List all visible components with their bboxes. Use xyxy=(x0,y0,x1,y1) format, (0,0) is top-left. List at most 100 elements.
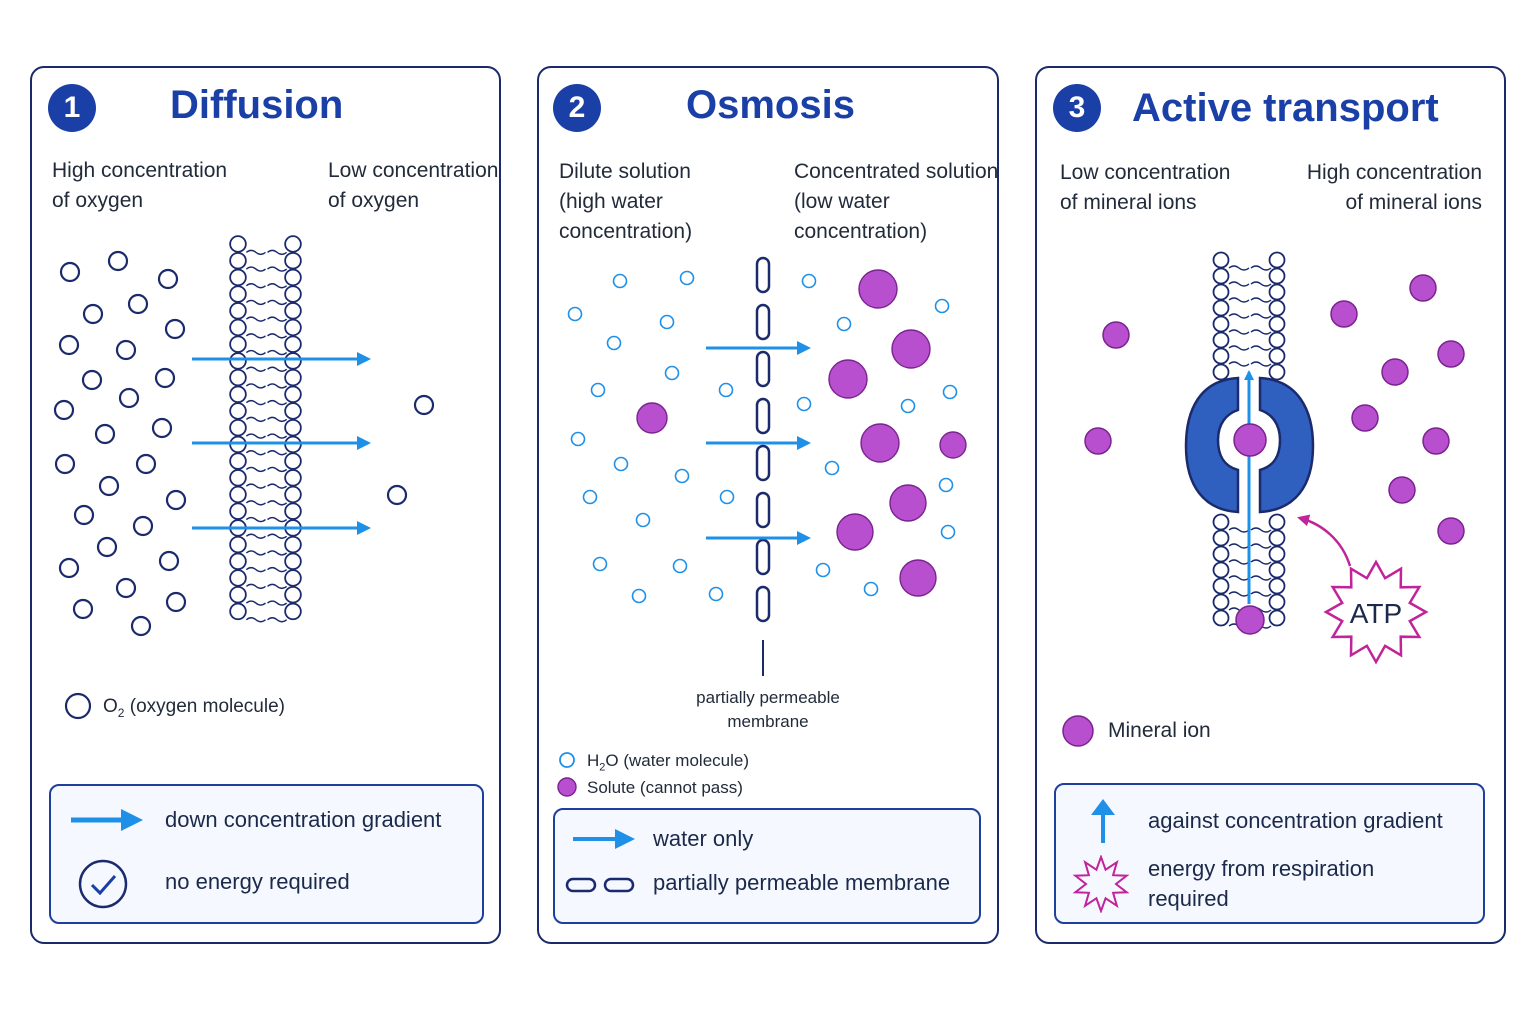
water-molecule xyxy=(672,558,688,574)
oxygen-molecule xyxy=(386,484,408,506)
phospholipid-head xyxy=(284,552,302,571)
starburst-icon xyxy=(1072,855,1130,913)
phospholipid-head xyxy=(1212,331,1230,349)
oxygen-molecule xyxy=(165,489,187,511)
phospholipid-head xyxy=(1212,299,1230,317)
phospholipid-head xyxy=(1268,315,1286,333)
solute-particle xyxy=(860,423,900,463)
osmosis-key-box: water only partially permeable membrane xyxy=(553,808,981,924)
phospholipid-head xyxy=(1212,513,1230,531)
lipid-tail xyxy=(1228,527,1272,533)
membrane-segment xyxy=(755,256,771,294)
phospholipid-head xyxy=(229,385,247,404)
oxygen-molecule xyxy=(53,399,75,421)
lipid-tail xyxy=(245,600,288,606)
oxygen-molecule xyxy=(73,504,95,526)
phospholipid-head xyxy=(284,302,302,320)
lipid-tail xyxy=(245,550,288,556)
phospholipid-head xyxy=(229,452,247,470)
water-molecule xyxy=(940,524,956,540)
water-molecule xyxy=(942,384,958,400)
step-2-badge: 2 xyxy=(553,84,601,132)
phospholipid-head xyxy=(284,585,302,604)
mineral-ion-entering xyxy=(1235,605,1265,635)
oxygen-molecule xyxy=(127,293,149,315)
oxygen-molecule xyxy=(58,557,80,579)
phospholipid-head xyxy=(229,368,247,387)
up-arrow-icon xyxy=(1091,799,1115,843)
solute-particle xyxy=(836,513,874,551)
oxygen-molecule xyxy=(96,536,118,558)
oxygen-molecule xyxy=(135,453,157,475)
water-molecule xyxy=(719,489,735,505)
lipid-tail xyxy=(1228,265,1272,271)
water-molecule xyxy=(796,396,812,412)
lipid-tail xyxy=(1228,591,1272,597)
oxygen-molecule xyxy=(154,367,176,389)
oxygen-molecule xyxy=(164,318,186,340)
mineral-ions xyxy=(1084,274,1465,545)
phospholipid-head xyxy=(229,268,247,287)
lipid-tail xyxy=(1228,345,1272,351)
oxygen-molecule xyxy=(132,515,154,537)
lipid-tail xyxy=(245,416,288,423)
carrier-protein xyxy=(1184,376,1315,514)
water-molecule xyxy=(664,365,680,381)
lipid-tail xyxy=(245,433,288,439)
water-molecule xyxy=(567,306,583,322)
mineral-ion-legend-icon xyxy=(1062,715,1094,747)
phospholipid-head xyxy=(1268,545,1286,563)
water-molecule xyxy=(863,581,879,597)
oxygen-molecule xyxy=(413,394,435,416)
phospholipid-head xyxy=(1268,609,1286,627)
lipid-tail xyxy=(245,333,288,339)
water-molecule xyxy=(679,270,695,286)
lipid-tail xyxy=(245,450,288,456)
lipid-tail xyxy=(245,500,288,506)
phospholipid-head xyxy=(284,235,302,253)
water-molecule xyxy=(590,382,606,398)
oxygen-molecule xyxy=(157,268,179,290)
mineral-ion xyxy=(1388,476,1416,504)
phospholipid-head xyxy=(1212,593,1230,611)
phospholipid-head xyxy=(229,302,247,320)
phospholipid-head xyxy=(284,285,302,303)
oxygen-molecule xyxy=(94,423,116,445)
lipid-tail xyxy=(245,483,288,489)
phospholipid-head xyxy=(1268,577,1286,595)
water-molecule xyxy=(824,460,840,476)
membrane-segment xyxy=(755,397,771,435)
atp-label: ATP xyxy=(1350,598,1402,629)
phospholipid-head xyxy=(1212,363,1230,381)
phospholipid-head xyxy=(1212,267,1230,285)
oxygen-molecule xyxy=(165,591,187,613)
lipid-tail xyxy=(245,617,288,623)
solute-particle xyxy=(828,359,868,399)
mineral-ion xyxy=(1422,427,1450,455)
water-molecule xyxy=(934,298,950,314)
phospholipid-head xyxy=(229,318,247,337)
phospholipid-head xyxy=(1268,561,1286,579)
lipid-tail xyxy=(245,349,288,356)
osmosis-arrows xyxy=(706,341,811,545)
phospholipid-head xyxy=(229,552,247,571)
water-molecule xyxy=(570,431,586,447)
phospholipid-head xyxy=(1268,363,1286,381)
water-molecule xyxy=(718,382,734,398)
atp-starburst-icon xyxy=(1323,559,1429,665)
water-molecules xyxy=(567,270,958,604)
osmosis-water-only-text: water only xyxy=(653,826,754,851)
water-molecule xyxy=(938,477,954,493)
lipid-tail xyxy=(245,299,288,306)
phospholipid-head xyxy=(284,385,302,404)
phospholipid-head xyxy=(1212,315,1230,333)
phospholipid-head xyxy=(1212,609,1230,627)
solute-particle xyxy=(939,431,967,459)
phospholipid-head xyxy=(229,402,247,420)
right-arrow-icon xyxy=(71,809,143,831)
lipid-tail xyxy=(245,316,288,322)
